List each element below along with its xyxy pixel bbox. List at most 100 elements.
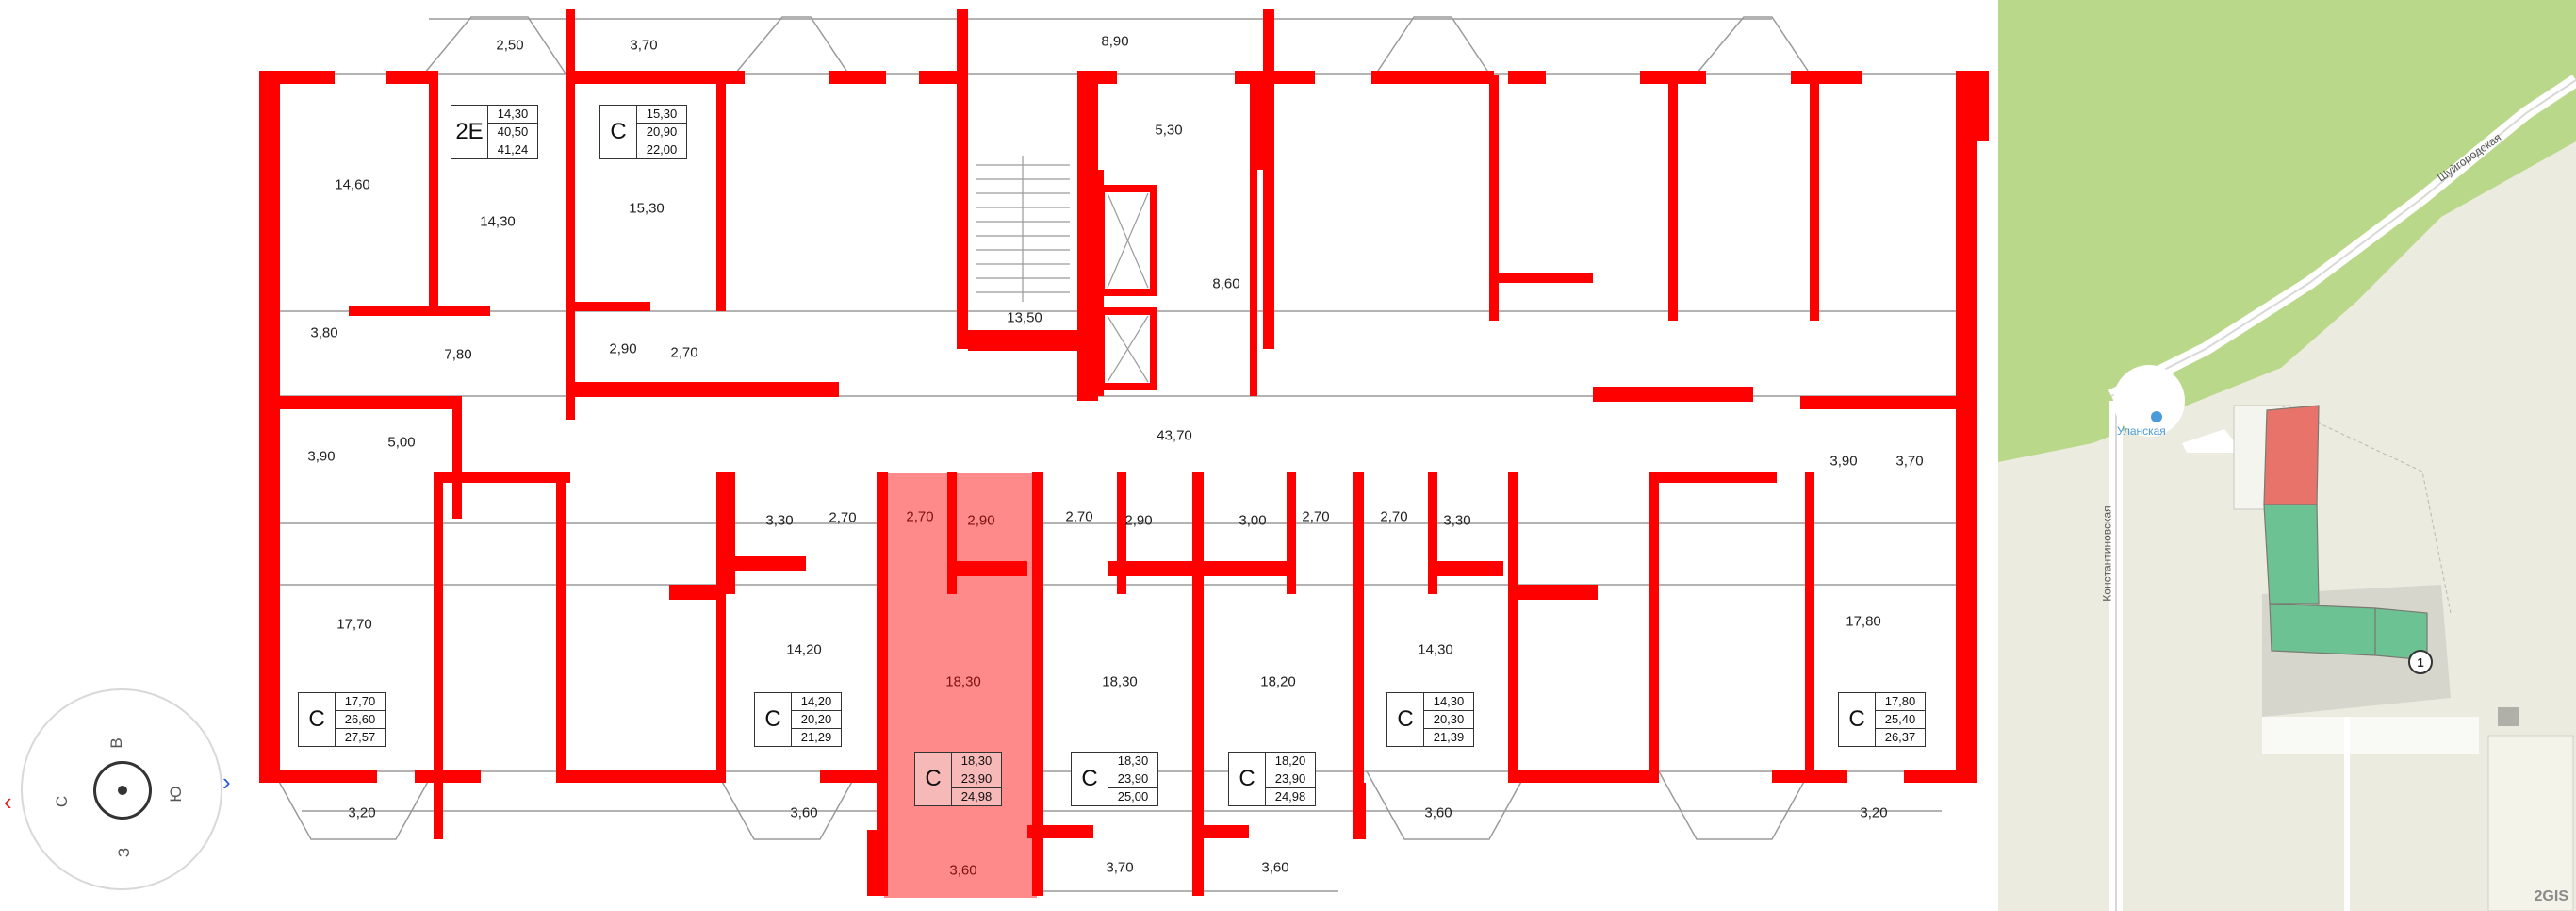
room-area-label: 2,70 (829, 509, 857, 526)
total-area: 26,60 (336, 711, 385, 729)
address-marker-number: 1 (2417, 655, 2423, 670)
room-area-label: 2,70 (670, 344, 698, 361)
living-area: 14,30 (1424, 693, 1473, 711)
transit-stop-icon[interactable] (2151, 411, 2162, 422)
floor-plan: 2,50 3,70 8,90 5,30 14,60 14,30 15,30 13… (4, 9, 1989, 898)
compass-center (93, 761, 152, 820)
room-area-label: 3,60 (1424, 804, 1452, 821)
living-area: 18,20 (1266, 753, 1315, 770)
location-map[interactable]: 1 Шуйгородская Константиновская Уланская… (1998, 0, 2576, 911)
compass: С В Ю З (21, 688, 222, 890)
apartment-type: C (299, 693, 336, 746)
room-area-label: 3,60 (949, 862, 977, 879)
room-area-label: 3,60 (790, 804, 818, 821)
living-area: 14,30 (488, 106, 537, 124)
room-area-label: 17,80 (1846, 613, 1881, 630)
room-area-label: 7,80 (444, 346, 472, 363)
total-area-with-balcony: 24,98 (960, 789, 993, 803)
total-area: 23,90 (1108, 770, 1157, 788)
total-area-with-balcony: 41,24 (497, 142, 529, 157)
room-area-label: 2,90 (609, 340, 637, 357)
room-area-label: 3,70 (1895, 453, 1924, 470)
compass-west-label: З (115, 847, 133, 858)
compass-south-label: Ю (167, 786, 185, 803)
apartment-type: 2E (451, 106, 488, 158)
total-area: 20,20 (792, 711, 841, 729)
room-area-label: 2,70 (1302, 508, 1330, 525)
room-area-label: 8,90 (1101, 33, 1129, 50)
room-area-label: 2,70 (906, 508, 934, 525)
map-drawing: 1 (1998, 0, 2576, 911)
room-area-label: 18,30 (945, 673, 981, 690)
address-marker[interactable] (2408, 650, 2433, 674)
total-area-with-balcony: 22,00 (646, 142, 678, 157)
apartment-type: C (1839, 693, 1876, 746)
apartment-type: C (1387, 693, 1424, 746)
room-area-label: 2,90 (967, 512, 995, 529)
total-area-with-balcony: 25,00 (1117, 789, 1149, 803)
park-area (1998, 0, 2576, 462)
selected-building-section[interactable] (2263, 405, 2320, 505)
room-area-label: 3,90 (307, 448, 336, 465)
room-area-label: 5,00 (387, 434, 416, 451)
room-area-label: 2,50 (496, 37, 524, 54)
room-area-label: 14,30 (1418, 641, 1453, 658)
total-area-with-balcony: 24,98 (1274, 789, 1306, 803)
room-area-label: 8,60 (1212, 275, 1240, 292)
room-area-label: 3,60 (1261, 859, 1289, 876)
street-label-left: Константиновская (2100, 505, 2114, 602)
selected-apartment-highlight (884, 473, 1037, 898)
compass-east-label: В (107, 737, 125, 749)
compass-dot (118, 786, 127, 795)
apartment-type: C (755, 693, 792, 746)
room-area-label: 3,70 (1106, 859, 1134, 876)
total-area: 20,90 (637, 124, 686, 141)
room-area-label: 3,90 (1829, 453, 1858, 470)
room-area-label: 3,00 (1239, 512, 1267, 529)
compass-north-label: С (53, 795, 71, 808)
apartment-type: C (1072, 753, 1108, 805)
total-area: 23,90 (952, 770, 1001, 788)
room-area-label: 3,20 (1860, 804, 1888, 821)
poi-label: Уланская (2117, 424, 2166, 438)
room-area-label: 43,70 (1157, 427, 1192, 444)
chevron-right-icon[interactable]: › (222, 768, 231, 796)
total-area: 40,50 (488, 124, 537, 141)
room-area-label: 18,20 (1260, 673, 1296, 690)
total-area-with-balcony: 26,37 (1884, 730, 1916, 744)
chevron-left-icon[interactable]: ‹ (4, 787, 12, 816)
room-area-label: 17,70 (336, 616, 372, 633)
room-area-label: 14,20 (786, 641, 822, 658)
room-area-label: 14,30 (480, 213, 516, 230)
building-section[interactable] (2269, 603, 2376, 656)
total-area-with-balcony: 27,57 (344, 730, 376, 744)
total-area-with-balcony: 21,39 (1433, 730, 1465, 744)
room-area-label: 3,80 (310, 324, 338, 341)
living-area: 14,20 (792, 693, 841, 711)
room-area-label: 18,30 (1102, 673, 1138, 690)
living-area: 15,30 (637, 106, 686, 124)
total-area-with-balcony: 21,29 (800, 730, 832, 744)
map-provider-logo: 2GIS (2534, 888, 2568, 904)
room-area-label: 3,30 (765, 512, 794, 529)
room-area-label: 15,30 (629, 200, 665, 217)
living-area: 18,30 (952, 753, 1001, 770)
apartment-type: C (600, 106, 637, 158)
room-area-label: 14,60 (335, 176, 370, 193)
room-area-label: 3,70 (630, 37, 658, 54)
room-area-label: 5,30 (1155, 122, 1183, 139)
room-area-label: 3,20 (348, 804, 376, 821)
room-area-label: 2,70 (1380, 508, 1408, 525)
apartment-type: C (1229, 753, 1266, 805)
room-area-label: 13,50 (1007, 309, 1042, 326)
building-section[interactable] (2263, 504, 2320, 605)
